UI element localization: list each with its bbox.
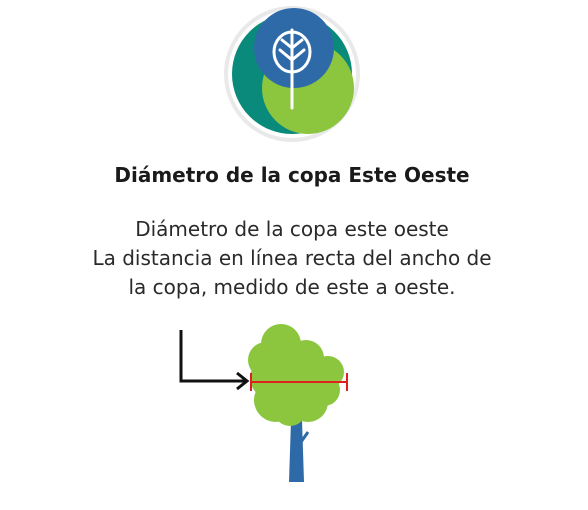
diameter-measure-line-icon [250, 373, 348, 391]
description-line: la copa, medido de este a oeste. [128, 275, 456, 299]
description-line: La distancia en línea recta del ancho de [92, 246, 492, 270]
description: Diámetro de la copa este oeste La distan… [0, 215, 584, 302]
tree-logo-icon [222, 4, 362, 144]
tree-crown-diameter-icon [170, 320, 370, 490]
tree-crown [248, 324, 344, 426]
elbow-arrow-icon [179, 330, 250, 391]
page-title: Diámetro de la copa Este Oeste [114, 163, 470, 187]
description-line: Diámetro de la copa este oeste [135, 217, 449, 241]
tree-trunk [289, 420, 310, 482]
